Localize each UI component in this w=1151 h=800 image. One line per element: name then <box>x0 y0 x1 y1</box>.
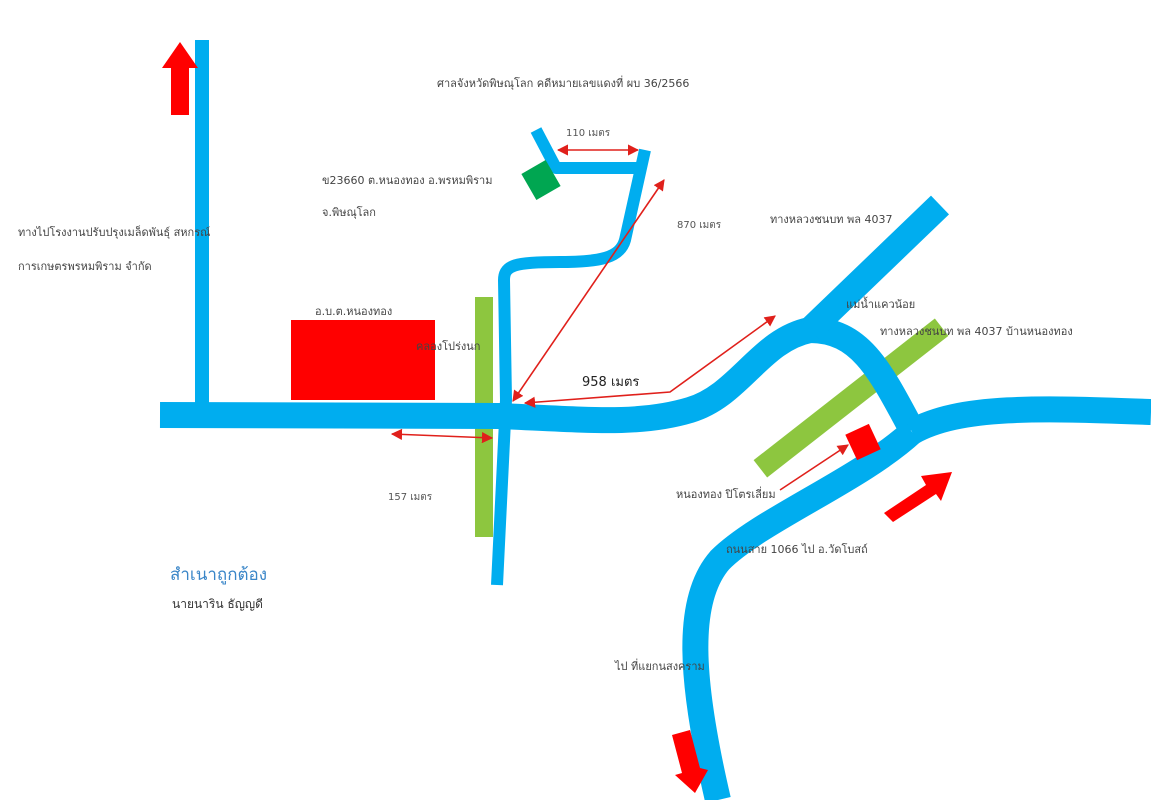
north-direction-arrow <box>162 42 198 115</box>
road-northeast <box>800 195 950 340</box>
dimension-870m <box>512 179 665 402</box>
tambon-office-label: อ.บ.ต.หนองทอง <box>315 305 393 318</box>
certification-name: นายนาริน ธัญญดี <box>172 597 263 611</box>
road-canal-vertical <box>491 148 651 586</box>
dimension-157m <box>390 428 494 444</box>
road-network <box>159 40 1151 800</box>
factory-direction-line2: การเกษตรพรหมพิราม จำกัด <box>18 260 152 273</box>
south-direction-arrow <box>672 730 708 793</box>
property-address-line2: จ.พิษณุโลก <box>322 206 376 219</box>
road-main-horizontal <box>159 317 924 437</box>
factory-direction-line1: ทางไปโรงงานปรับปรุงเมล็ดพันธุ์ สหกรณ์ <box>18 226 211 239</box>
landmark-pointer <box>779 444 849 491</box>
distance-958m-label: 958 เมตร <box>582 375 640 390</box>
highway-4037-village-label: ทางหลวงชนบท พล 4037 บ้านหนองทอง <box>880 325 1073 338</box>
tambon-office-building <box>291 320 435 400</box>
river-bridge-label: แม่น้ำแควน้อย <box>846 298 916 311</box>
northeast-direction-arrow <box>884 472 952 522</box>
to-bangkratum-label: ไป ที่แยกนสงคราม <box>615 660 705 673</box>
road-south-curve <box>682 422 921 800</box>
property-address-line1: ข23660 ต.หนองทอง อ.พรหมพิราม <box>322 174 493 187</box>
distance-157m-label: 157 เมตร <box>388 492 433 503</box>
river-bridge-bar <box>753 318 949 478</box>
distance-110m-label: 110 เมตร <box>566 128 611 139</box>
highway-4037-branch-label: ทางหลวงชนบท พล 4037 <box>770 213 893 226</box>
road-top-lane <box>530 127 645 174</box>
court-case-label: ศาลจังหวัดพิษณุโลก คดีหมายเลขแดงที่ ผบ 3… <box>437 77 690 90</box>
certification-title: สำเนาถูกต้อง <box>170 565 268 585</box>
dimension-958m <box>523 315 776 408</box>
landmark-shop-label: หนองทอง ปิโตรเลี่ยม <box>676 488 776 501</box>
distance-870m-label: 870 เมตร <box>677 220 722 231</box>
dimension-lines <box>390 144 849 491</box>
canal-bridge-label: คลองโปร่งนก <box>416 340 481 353</box>
landmark-shop-building <box>845 423 881 461</box>
road-east <box>905 396 1151 444</box>
route-1066-label: ถนนสาย 1066 ไป อ.วัดโบสถ์ <box>726 543 868 556</box>
